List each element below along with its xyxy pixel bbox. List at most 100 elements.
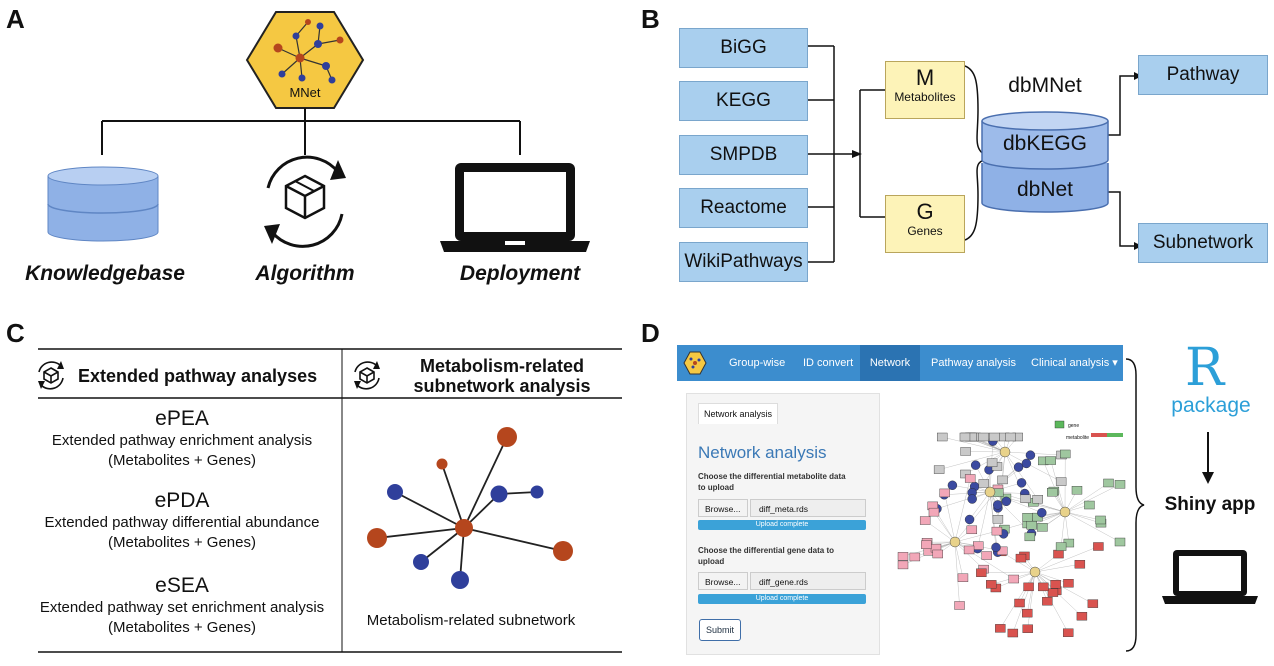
network-node xyxy=(963,545,975,555)
col2-header: Metabolism-related subnetwork analysis xyxy=(392,356,612,396)
panel-a-graphics xyxy=(47,11,590,252)
source-reactome: Reactome xyxy=(679,188,808,228)
network-node xyxy=(997,475,1008,485)
tab-network-analysis[interactable]: Network analysis xyxy=(698,403,779,424)
legend-color-bar xyxy=(1091,433,1107,437)
network-node xyxy=(1032,495,1043,504)
network-node xyxy=(1005,432,1016,442)
method-input: (Metabolites + Genes) xyxy=(108,619,256,636)
network-caption: Metabolism-related subnetwork xyxy=(366,612,576,629)
file-input-metabolite[interactable]: diff_meta.rds xyxy=(750,499,866,517)
method-abbr: eSEA xyxy=(155,574,209,597)
file-input-gene[interactable]: diff_gene.rds xyxy=(750,572,866,590)
network-node xyxy=(1037,523,1048,532)
network-node xyxy=(992,515,1004,524)
dbkegg-label: dbKEGG xyxy=(1002,132,1088,155)
network-node xyxy=(1084,500,1095,510)
method-esea: eSEA Extended pathway set enrichment ana… xyxy=(22,574,342,638)
network-node xyxy=(1026,521,1038,530)
network-hub xyxy=(984,486,996,498)
metabolite-upload-label: Choose the differential metabolite data … xyxy=(698,471,846,493)
network-hub xyxy=(1029,566,1041,578)
col1-header: Extended pathway analyses xyxy=(78,366,318,386)
network-node xyxy=(978,479,990,488)
network-node xyxy=(1093,542,1104,551)
brace-icon xyxy=(1125,358,1145,652)
dbmnet-title: dbMNet xyxy=(1008,74,1082,97)
algorithm-cycle-icon xyxy=(264,155,346,248)
method-name: Extended pathway set enrichment analysis xyxy=(39,599,325,616)
network-node xyxy=(966,525,978,535)
network-node xyxy=(921,540,932,549)
method-input: (Metabolites + Genes) xyxy=(108,452,256,469)
network-node xyxy=(989,432,1000,442)
network-node xyxy=(981,551,992,560)
network-node xyxy=(976,568,987,577)
database-icon xyxy=(47,166,159,242)
network-node xyxy=(1008,574,1019,584)
app-logo-icon[interactable] xyxy=(683,351,707,375)
network-node xyxy=(939,488,950,498)
panel-letter-b: B xyxy=(641,4,660,34)
laptop-icon-small xyxy=(1162,550,1258,604)
panel-b-connectors xyxy=(808,45,1142,263)
network-node xyxy=(1062,628,1074,637)
network-node xyxy=(1020,494,1031,504)
network-node xyxy=(932,549,943,559)
gene-label-line1: Choose the differential gene data to xyxy=(698,546,835,555)
metabolite-label-line2: to upload xyxy=(698,483,734,492)
algorithm-label: Algorithm xyxy=(255,262,355,285)
cycle-box-icon xyxy=(38,361,64,390)
network-node xyxy=(1025,450,1036,460)
nav-pathway-analysis[interactable]: Pathway analysis xyxy=(931,357,1016,369)
browse-button[interactable]: Browse... xyxy=(698,572,748,590)
network-node xyxy=(1087,599,1099,608)
network-node xyxy=(1037,508,1047,518)
nav-group-wise[interactable]: Group-wise xyxy=(729,357,786,369)
method-name: Extended pathway differential abundance xyxy=(44,514,320,531)
network-node xyxy=(960,447,971,456)
network-node xyxy=(1022,624,1033,633)
network-node xyxy=(991,526,1003,536)
source-bigg: BiGG xyxy=(679,28,808,68)
panel-c-table-lines xyxy=(38,348,622,653)
network-node xyxy=(1103,478,1114,488)
metabolites-letter: M xyxy=(915,65,935,90)
network-node xyxy=(1014,598,1025,608)
network-node xyxy=(1045,456,1056,465)
submit-button[interactable]: Submit xyxy=(699,619,741,641)
upload-progress-bar: Upload complete xyxy=(698,520,866,530)
network-node xyxy=(1001,496,1011,507)
network-node xyxy=(1042,597,1053,606)
form-heading: Network analysis xyxy=(698,443,827,462)
network-node xyxy=(1053,549,1064,559)
subnetwork-graph-icon xyxy=(367,427,573,589)
browse-button[interactable]: Browse... xyxy=(698,499,748,517)
legend-gene-label: gene xyxy=(1068,423,1080,429)
network-node xyxy=(1076,611,1088,621)
nav-network[interactable]: Network xyxy=(860,345,920,381)
network-node xyxy=(1024,532,1036,542)
network-node xyxy=(991,542,1001,553)
network-node xyxy=(1055,477,1067,486)
network-node xyxy=(954,601,965,610)
mnet-hub-label: MNet xyxy=(289,85,321,100)
method-abbr: ePEA xyxy=(155,407,209,430)
nav-id-convert[interactable]: ID convert xyxy=(803,357,854,369)
legend-gene-swatch xyxy=(1054,420,1065,429)
metabolites-box: M Metabolites xyxy=(885,61,965,119)
method-abbr: ePDA xyxy=(154,489,210,512)
network-visualization[interactable] xyxy=(895,392,1135,658)
cycle-box-icon-2 xyxy=(354,361,380,390)
network-node xyxy=(973,541,984,550)
network-hub xyxy=(949,536,961,548)
genes-box: G Genes xyxy=(885,195,965,253)
network-node xyxy=(1015,553,1027,563)
network-node xyxy=(909,552,921,562)
col2-header-line1: Metabolism-related xyxy=(419,356,585,376)
network-node xyxy=(970,460,981,470)
app-navbar: Group-wise ID convert Network Pathway an… xyxy=(677,345,1123,381)
network-node xyxy=(1074,560,1086,569)
network-node xyxy=(978,432,989,442)
nav-clinical-analysis[interactable]: Clinical analysis ▾ xyxy=(1031,357,1118,369)
